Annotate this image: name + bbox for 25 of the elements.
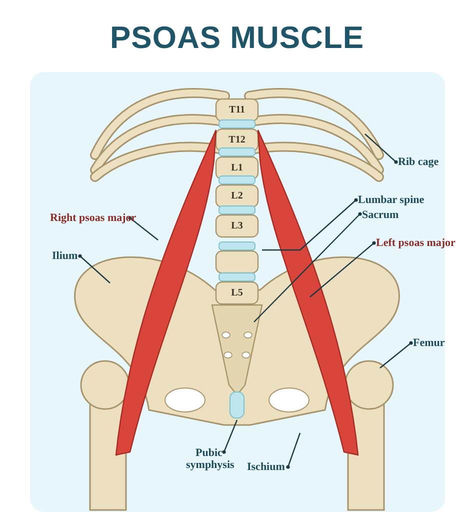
callout-label: Pubic symphysis — [186, 447, 232, 471]
vertebra-label: T11 — [228, 104, 246, 116]
vertebra-label: L5 — [231, 288, 243, 298]
leader-line — [222, 420, 238, 454]
leader-line — [78, 254, 110, 284]
leader-line — [128, 216, 158, 240]
leader-line — [364, 134, 398, 164]
callout-label: Right psoas major — [50, 212, 136, 224]
vertebra-label: T12 — [228, 134, 246, 146]
callout-label: Femur — [413, 337, 445, 349]
leader-line — [310, 241, 376, 298]
callout-label: Ischium — [247, 461, 285, 473]
leader-line — [286, 432, 301, 469]
leader-line — [380, 341, 413, 368]
callout-label: Left psoas major — [376, 237, 456, 249]
leader-line — [254, 212, 362, 322]
vertebra-label: L3 — [231, 220, 243, 232]
callout-label: Lumbar spine — [358, 194, 424, 206]
vertebra-label: L2 — [231, 190, 243, 202]
callout-label: Sacrum — [362, 209, 399, 221]
leader-line — [262, 198, 358, 251]
callout-label: Rib cage — [398, 156, 439, 168]
callout-label: Ilium — [52, 250, 78, 262]
vertebra-label: L1 — [231, 162, 243, 174]
title: PSOAS MUSCLE — [108, 20, 366, 56]
